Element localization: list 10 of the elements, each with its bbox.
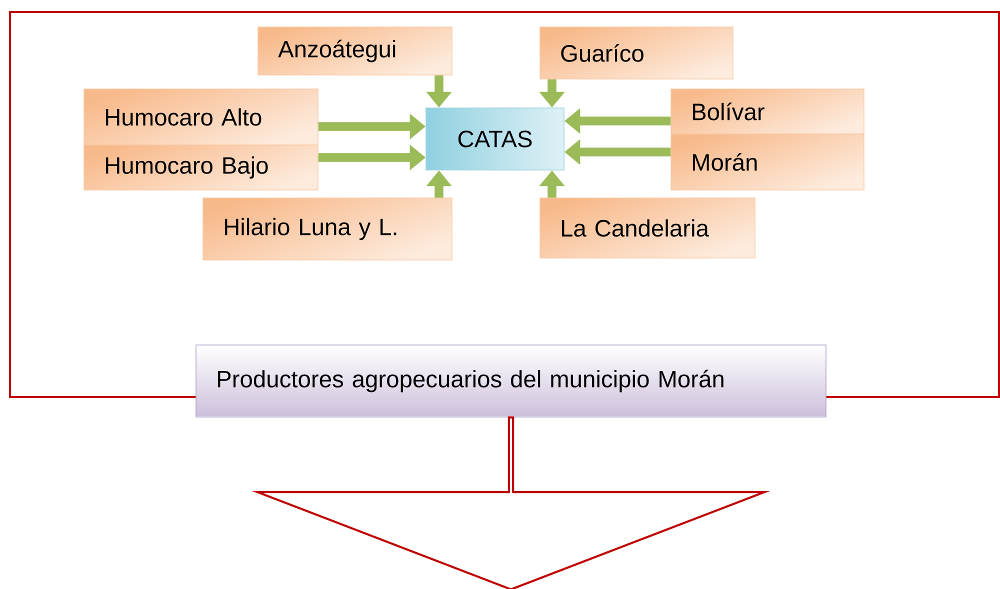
region-box: Anzoátegui: [258, 26, 452, 76]
region-box: Morán: [670, 134, 864, 190]
region-box: La Candelaria: [540, 198, 756, 258]
producers-box: Productores agropecuarios del municipio Morán: [196, 344, 826, 418]
region-box: Hilario Luna y L.: [202, 198, 452, 260]
region-box: Humocaro Alto: [84, 88, 318, 146]
region-box: Humocaro Bajo: [84, 144, 318, 190]
region-box: Bolívar: [670, 88, 864, 134]
region-box: Guaríco: [540, 26, 734, 80]
center-box: CATAS: [426, 108, 564, 170]
